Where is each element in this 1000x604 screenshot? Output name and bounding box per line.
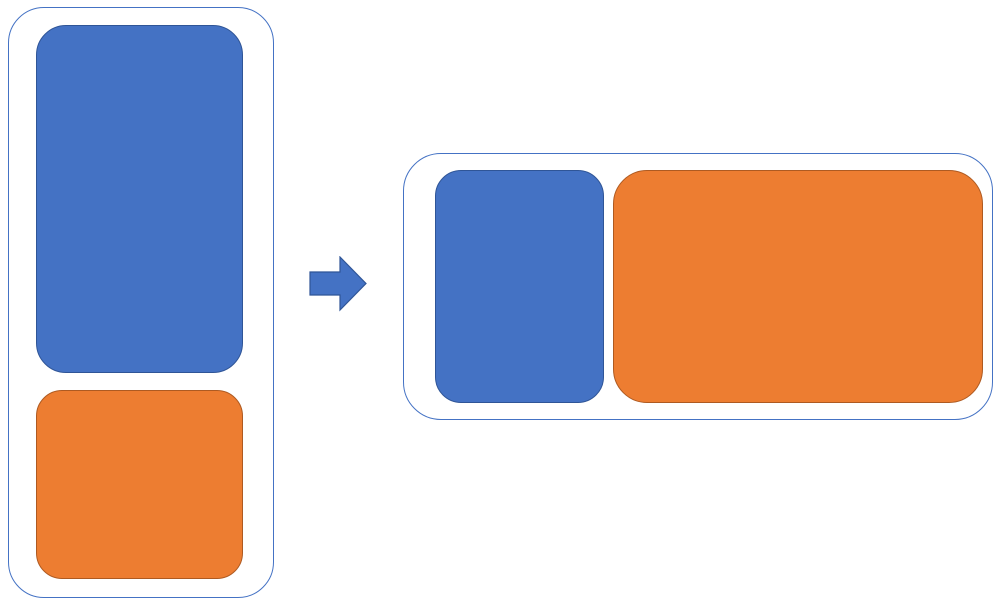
landscape-secondary-panel — [613, 170, 983, 403]
portrait-primary-panel — [36, 25, 243, 373]
landscape-primary-panel — [435, 170, 604, 403]
portrait-secondary-panel — [36, 390, 243, 579]
right-arrow-icon — [309, 256, 367, 312]
arrow-shape — [309, 256, 367, 312]
